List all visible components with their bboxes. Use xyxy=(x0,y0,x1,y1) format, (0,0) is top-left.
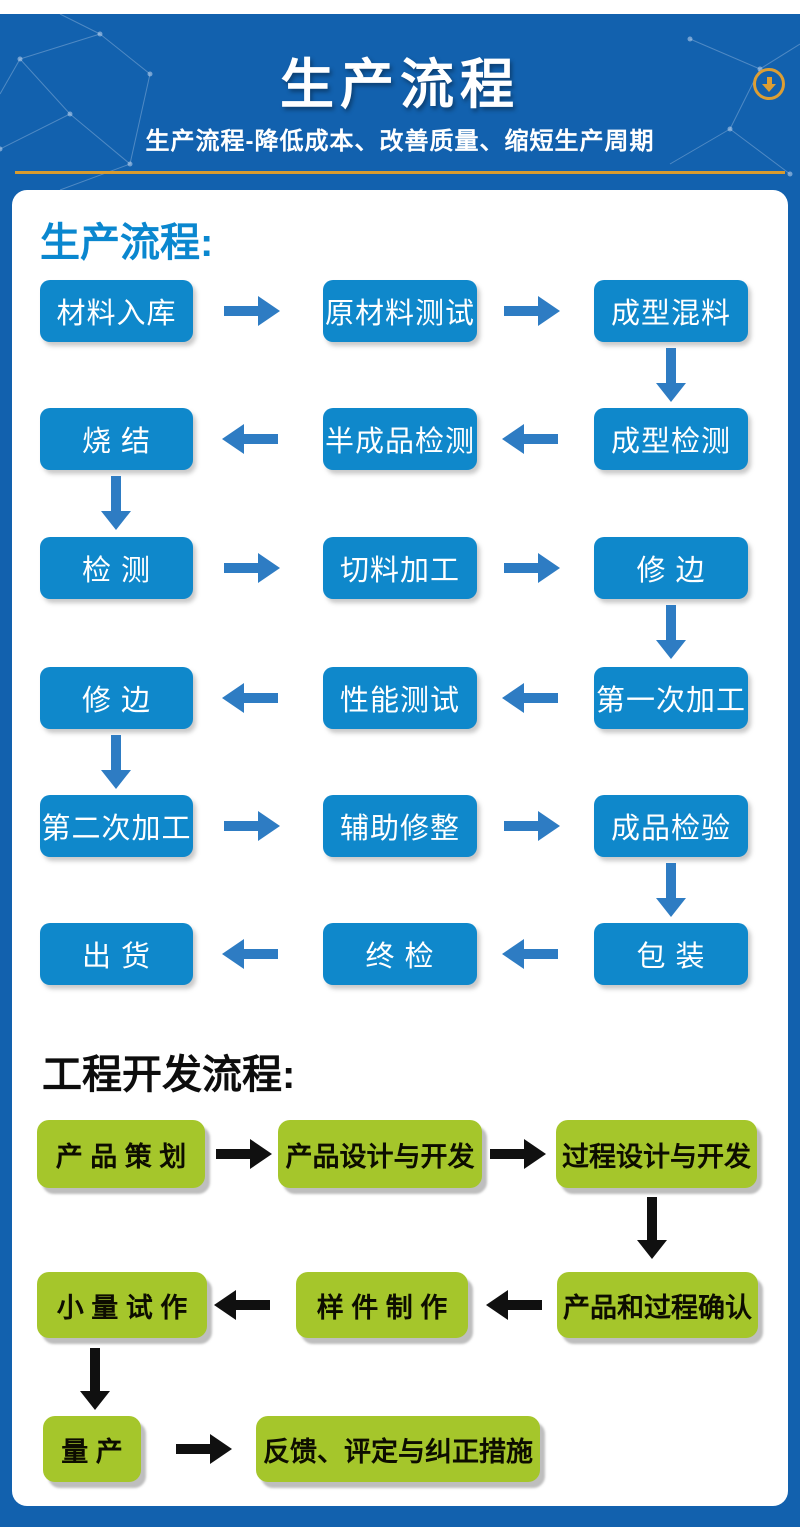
engineering-step: 产品设计与开发 xyxy=(278,1120,482,1188)
arrow-right-icon xyxy=(222,553,280,583)
arrow-left-icon xyxy=(502,939,560,969)
arrow-left-icon xyxy=(502,424,560,454)
arrow-down-icon xyxy=(637,1197,667,1259)
arrow-right-icon xyxy=(174,1434,232,1464)
production-flow-heading: 生产流程: xyxy=(40,221,214,265)
arrow-right-icon xyxy=(214,1139,272,1169)
production-step: 半成品检测 xyxy=(323,408,477,470)
network-pattern-decoration xyxy=(0,14,800,190)
production-step: 成型检测 xyxy=(594,408,748,470)
production-step: 切料加工 xyxy=(323,537,477,599)
arrow-down-icon xyxy=(80,1348,110,1410)
engineering-step: 量 产 xyxy=(43,1416,141,1482)
arrow-right-icon xyxy=(502,296,560,326)
arrow-right-icon xyxy=(222,811,280,841)
arrow-down-icon xyxy=(656,348,686,402)
arrow-right-icon xyxy=(502,811,560,841)
production-step: 终 检 xyxy=(323,923,477,985)
production-step: 修 边 xyxy=(40,667,193,729)
production-step: 成型混料 xyxy=(594,280,748,342)
engineering-step: 过程设计与开发 xyxy=(556,1120,757,1188)
arrow-down-icon xyxy=(656,863,686,917)
production-step: 成品检验 xyxy=(594,795,748,857)
production-step: 辅助修整 xyxy=(323,795,477,857)
arrow-down-icon xyxy=(656,605,686,659)
download-circle-icon xyxy=(753,68,785,100)
arrow-left-icon xyxy=(222,424,280,454)
header-subtitle: 生产流程-降低成本、改善质量、缩短生产周期 xyxy=(145,128,655,155)
arrow-down-icon xyxy=(101,476,131,530)
engineering-flow-heading: 工程开发流程: xyxy=(42,1053,296,1097)
accent-divider xyxy=(15,171,785,174)
engineering-step: 产品和过程确认 xyxy=(557,1272,758,1338)
arrow-right-icon xyxy=(222,296,280,326)
arrow-down-icon xyxy=(101,735,131,789)
engineering-step: 样 件 制 作 xyxy=(296,1272,468,1338)
arrow-right-icon xyxy=(488,1139,546,1169)
arrow-left-icon xyxy=(222,683,280,713)
production-step: 材料入库 xyxy=(40,280,193,342)
production-step: 原材料测试 xyxy=(323,280,477,342)
arrow-left-icon xyxy=(502,683,560,713)
production-step: 第一次加工 xyxy=(594,667,748,729)
production-step: 性能测试 xyxy=(323,667,477,729)
arrow-left-icon xyxy=(222,939,280,969)
production-step: 包 装 xyxy=(594,923,748,985)
production-step: 烧 结 xyxy=(40,408,193,470)
production-step: 检 测 xyxy=(40,537,193,599)
production-step: 第二次加工 xyxy=(40,795,193,857)
arrow-left-icon xyxy=(214,1290,272,1320)
arrow-left-icon xyxy=(486,1290,544,1320)
page-title: 生产流程 xyxy=(280,55,520,115)
engineering-step: 小 量 试 作 xyxy=(37,1272,207,1338)
production-step: 出 货 xyxy=(40,923,193,985)
production-step: 修 边 xyxy=(594,537,748,599)
engineering-step: 产 品 策 划 xyxy=(37,1120,205,1188)
engineering-step: 反馈、评定与纠正措施 xyxy=(256,1416,540,1482)
arrow-right-icon xyxy=(502,553,560,583)
